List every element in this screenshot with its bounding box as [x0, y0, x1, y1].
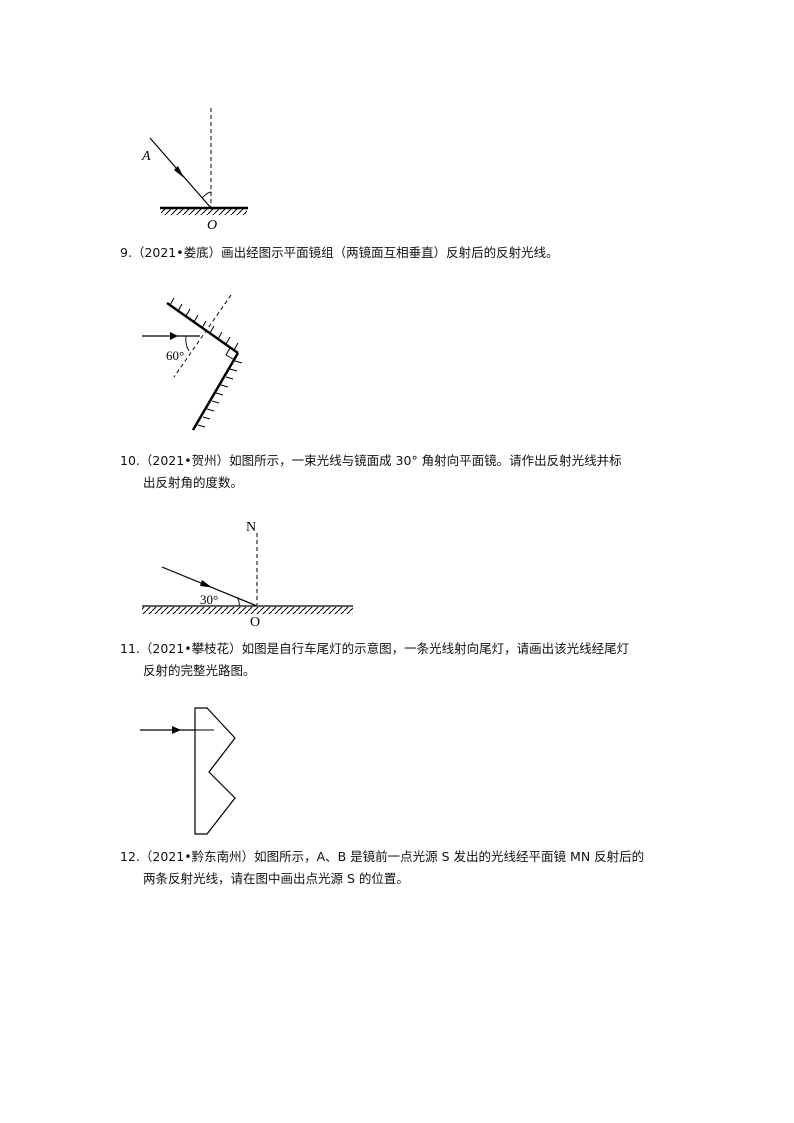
figure-10-mirror-30deg: N 30° O	[142, 520, 353, 630]
question-source: （2021•攀枝花）	[139, 641, 242, 656]
angle-arc	[236, 596, 240, 607]
question-text-line2: 两条反射光线，请在图中画出点光源 S 的位置。	[143, 871, 409, 886]
question-number: 10.	[120, 453, 140, 468]
question-12: 12.（2021•黔东南州）如图所示，A、B 是镜前一点光源 S 发出的光线经平…	[120, 846, 680, 890]
question-source: （2021•黔东南州）	[139, 849, 255, 864]
mirror-hatching	[142, 607, 353, 614]
question-text: 画出经图示平面镜组（两镜面互相垂直）反射后的反射光线。	[221, 245, 559, 260]
point-a-label: A	[141, 149, 151, 164]
figure-9-mirror-pair: 60°	[142, 294, 243, 431]
mirror-lower-hatching	[197, 360, 243, 428]
mirror-hatching	[161, 209, 247, 215]
normal-label: N	[246, 520, 256, 535]
mirror-lower	[191, 352, 240, 431]
figure-11-tail-light	[140, 707, 236, 835]
dashed-normal	[173, 294, 232, 378]
angle-label: 30°	[200, 592, 218, 607]
question-text-line1: 如图所示，一束光线与镜面成 30° 角射向平面镜。请作出反射光线并标	[229, 453, 622, 468]
figure-incident-ray-a: A O	[141, 108, 248, 233]
point-o-label: O	[250, 615, 260, 630]
question-number: 12.	[120, 849, 140, 864]
angle-arc	[185, 335, 190, 352]
question-source: （2021•贺州）	[139, 453, 230, 468]
mirror-upper-hatching	[169, 297, 239, 351]
ray-arrowhead	[200, 580, 212, 588]
question-11: 11.（2021•攀枝花）如图是自行车尾灯的示意图，一条光线射向尾灯，请画出该光…	[120, 638, 680, 682]
angle-label: 60°	[166, 348, 184, 363]
question-9: 9.（2021•娄底）画出经图示平面镜组（两镜面互相垂直）反射后的反射光线。	[120, 242, 680, 264]
question-text-line2: 反射的完整光路图。	[143, 663, 256, 678]
point-o-label: O	[207, 218, 217, 233]
ray-arrowhead	[170, 332, 178, 340]
question-number: 9.	[120, 245, 132, 260]
angle-arc	[201, 191, 212, 199]
question-text-line2: 出反射角的度数。	[143, 475, 244, 490]
question-text-line1: 如图是自行车尾灯的示意图，一条光线射向尾灯，请画出该光线经尾灯	[241, 641, 630, 656]
right-angle-mark	[225, 347, 234, 360]
question-source: （2021•娄底）	[131, 245, 222, 260]
ray-arrowhead	[174, 166, 184, 178]
question-text-line1: 如图所示，A、B 是镜前一点光源 S 发出的光线经平面镜 MN 反射后的	[254, 849, 645, 864]
tail-light-outline	[194, 707, 236, 835]
question-number: 11.	[120, 641, 140, 656]
question-10: 10.（2021•贺州）如图所示，一束光线与镜面成 30° 角射向平面镜。请作出…	[120, 450, 680, 494]
ray-arrowhead	[172, 726, 181, 734]
